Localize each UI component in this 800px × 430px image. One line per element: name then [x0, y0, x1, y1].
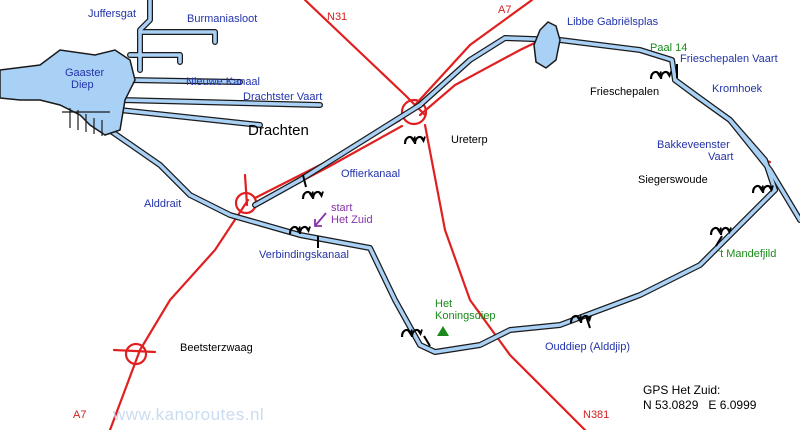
- portage-arrow-icon: [301, 190, 324, 201]
- label-juffersgat: Juffersgat: [88, 8, 137, 20]
- barrier-marks: [302, 64, 723, 347]
- road-ring-east: [418, 36, 547, 117]
- juffersgat-canal: [138, 0, 152, 72]
- road-a7-top: [413, 0, 534, 107]
- label-libbe-gabrielsplas: Libbe Gabriëlsplas: [567, 16, 659, 28]
- label-offierkanaal: Offierkanaal: [341, 168, 401, 180]
- gps-info: GPS Het Zuid: N 53.0829 E 6.0999: [643, 383, 756, 413]
- interchange-north: [400, 98, 428, 126]
- portage-icons: [288, 70, 774, 339]
- burmaniasloot-canal: [138, 30, 217, 44]
- label-siegerswoude: Siegerswoude: [638, 174, 708, 186]
- label-koningsdiep-1: Het: [435, 298, 453, 310]
- gps-title: GPS Het Zuid:: [643, 383, 721, 397]
- arrow-icon: [314, 212, 327, 227]
- label-nieuwe-kanaal: Nieuwe Kanaal: [186, 76, 260, 88]
- gps-coords: N 53.0829 E 6.0999: [643, 398, 757, 412]
- interchange-south: [124, 342, 148, 366]
- nieuwe-kanaal-canal: [128, 78, 242, 84]
- label-drachtster-vaart: Drachtster Vaart: [243, 91, 323, 103]
- label-mandefjild: 't Mandefjild: [718, 248, 777, 260]
- label-drachten: Drachten: [248, 122, 309, 139]
- label-gaaster-diep-2: Diep: [71, 79, 94, 91]
- label-verbindingskanaal: Verbindingskanaal: [259, 249, 349, 261]
- offierkanaal-canal: [253, 103, 422, 207]
- road-bottom-left-stub: [112, 348, 157, 354]
- marker-icon: [437, 326, 449, 336]
- drachtster-vaart-canal: [118, 98, 322, 107]
- portage-arrow-icon: [400, 328, 423, 339]
- label-gaaster-diep-1: Gaaster: [65, 67, 105, 79]
- label-frieschepalen-vaart: Frieschepalen Vaart: [680, 53, 778, 65]
- label-road-a7-top: A7: [498, 4, 512, 16]
- label-road-n381: N381: [583, 409, 610, 421]
- road-west-stub: [243, 173, 249, 207]
- harbour-piers: [62, 108, 110, 136]
- label-paal-14: Paal 14: [650, 42, 688, 54]
- label-bakkeveenster-2: Vaart: [708, 151, 734, 163]
- portage-arrow-icon: [403, 135, 426, 146]
- label-koningsdiep-2: Koningsdiep: [435, 310, 496, 322]
- label-road-n31: N31: [327, 11, 348, 23]
- lake-libbe: [533, 21, 561, 69]
- road-n381: [423, 123, 587, 430]
- waterways: [93, 0, 800, 354]
- drachtster-vaart-canal-2: [118, 108, 262, 127]
- website-watermark: www.kanoroutes.nl: [113, 405, 265, 424]
- label-bakkeveenster-1: Bakkeveenster: [657, 139, 730, 151]
- harbour-basin: [0, 49, 136, 136]
- road-a7-bottom: [108, 198, 250, 430]
- label-ureterp: Ureterp: [451, 134, 488, 146]
- label-start-1: start: [331, 202, 353, 214]
- label-beetsterzwaag: Beetsterzwaag: [180, 342, 253, 354]
- label-burmaniasloot: Burmaniasloot: [187, 13, 258, 25]
- road-n31: [303, 0, 427, 117]
- label-frieschepalen: Frieschepalen: [590, 86, 660, 98]
- label-road-a7-bottom: A7: [73, 409, 87, 421]
- main-route-canal: [93, 118, 777, 354]
- label-kromhoek: Kromhoek: [712, 83, 763, 95]
- kromhoek-canal: [673, 78, 800, 222]
- label-start-2: Het Zuid: [331, 214, 373, 226]
- roads: [108, 0, 772, 430]
- side-canal: [128, 53, 182, 64]
- label-ouddiep: Ouddiep (Alddjip): [545, 341, 630, 353]
- label-alddrait: Alddrait: [144, 198, 182, 210]
- portage-arrow-icon: [649, 70, 672, 81]
